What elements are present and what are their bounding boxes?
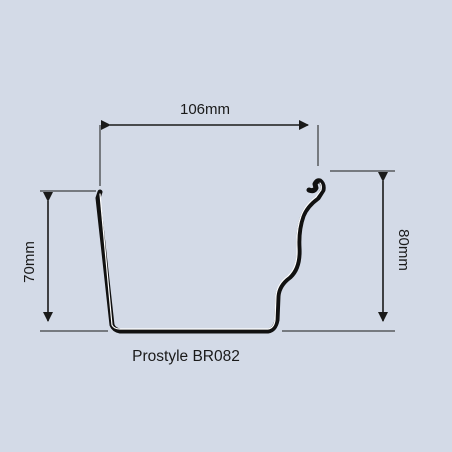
gutter-profile-inner [99,182,322,330]
width-label: 106mm [180,101,230,118]
gutter-profile [95,178,326,334]
gutter-profile-outline [95,178,326,334]
product-caption: Prostyle BR082 [132,348,240,365]
right-height-dimension: 80mm [282,170,412,332]
left-height-label: 70mm [21,241,38,283]
left-height-dimension: 70mm [21,190,108,332]
width-dimension: 106mm [99,101,319,186]
right-height-label: 80mm [395,229,412,271]
